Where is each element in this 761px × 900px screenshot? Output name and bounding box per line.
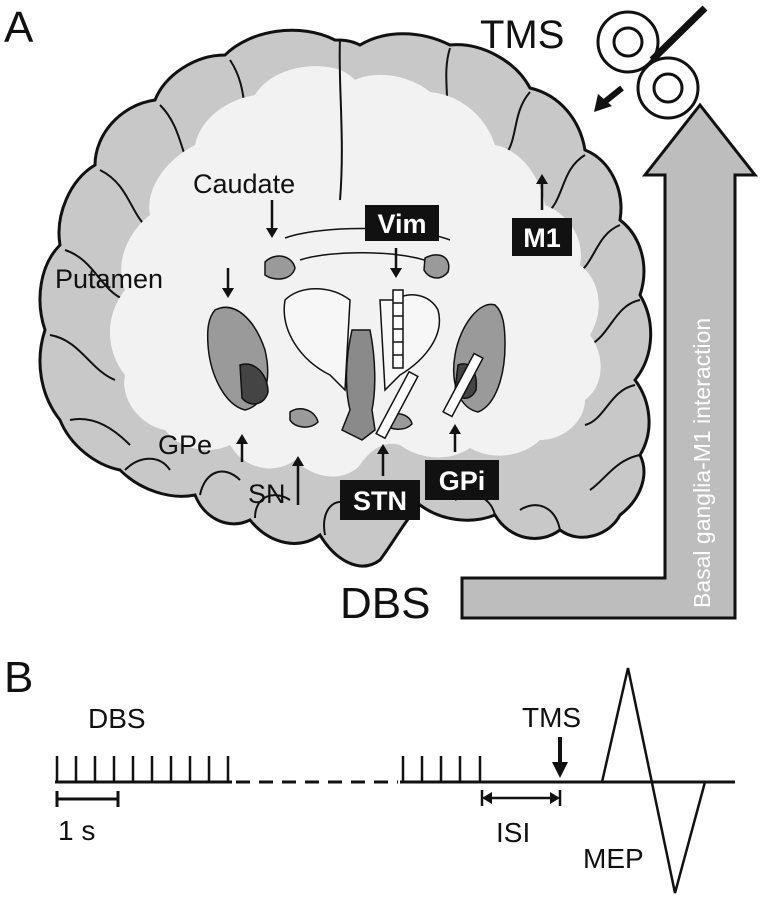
putamen-arrowhead <box>222 288 234 298</box>
globus-pallidus-left <box>239 363 269 405</box>
mep-label: MEP <box>583 843 644 874</box>
isi-arrowhead-left <box>482 792 492 804</box>
interaction-label: Basal ganglia-M1 interaction <box>689 318 715 608</box>
vim-label: Vim <box>377 209 426 239</box>
caudate-arrowhead <box>266 228 278 238</box>
gpi-label: GPi <box>439 466 486 496</box>
gpe-arrowhead <box>236 434 248 444</box>
brain-coronal-section <box>38 28 653 568</box>
putamen-label: Putamen <box>55 264 163 294</box>
caudate-label: Caudate <box>193 169 295 199</box>
thalamus <box>283 288 351 392</box>
tms-coil-icon <box>596 5 708 120</box>
stn-arrowhead <box>377 444 389 454</box>
tms-pulse-arrowhead <box>552 762 568 778</box>
dbs-label-a: DBS <box>340 579 430 628</box>
sn-arrowhead <box>292 456 304 466</box>
interhemispheric-fissure <box>338 39 343 201</box>
gpi-box <box>425 460 499 500</box>
panel-a-label: A <box>4 3 34 52</box>
dbs-pulse-train <box>55 756 482 782</box>
tms-label-b: TMS <box>522 702 581 733</box>
dbs-electrodes <box>375 289 484 440</box>
tms-direction-arrowhead <box>594 94 612 112</box>
m1-label: M1 <box>523 223 561 253</box>
gpi-arrowhead <box>449 424 461 434</box>
scale-bar-label: 1 s <box>58 815 95 846</box>
stn-label: STN <box>353 486 407 516</box>
isi-label: ISI <box>496 817 530 848</box>
third-ventricle <box>341 329 376 441</box>
stn-box <box>340 480 420 520</box>
electrode-gpi <box>442 352 484 418</box>
dbs-label-b: DBS <box>88 703 146 734</box>
isi-arrowhead-right <box>550 792 560 804</box>
caudate-left <box>264 255 296 280</box>
caudate-right <box>423 254 450 279</box>
tms-label-a: TMS <box>480 13 564 57</box>
mep-waveform <box>600 667 707 894</box>
electrode-stn <box>375 370 419 440</box>
gpe-label: GPe <box>158 430 212 460</box>
substantia-nigra-left <box>289 408 319 428</box>
m1-arrowhead <box>536 174 548 184</box>
interaction-arrow <box>460 102 759 620</box>
sn-label: SN <box>248 479 286 509</box>
vim-box <box>365 205 439 241</box>
panel-b-label: B <box>4 653 33 702</box>
vim-arrowhead <box>390 268 402 278</box>
m1-box <box>512 218 572 256</box>
